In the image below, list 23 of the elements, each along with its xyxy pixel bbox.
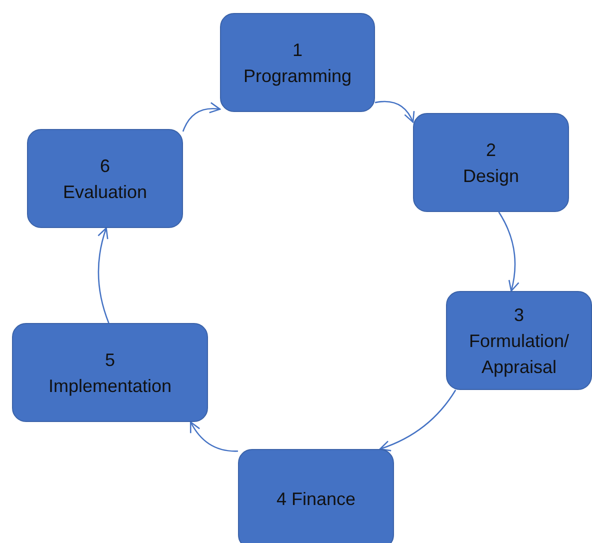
process-box	[220, 13, 375, 112]
step-label: Implementation	[48, 374, 172, 398]
curved-arrow	[379, 390, 456, 452]
step-label: Formulation/ Appraisal	[468, 330, 570, 379]
curved-arrow	[98, 227, 110, 324]
step-label: 4 Finance	[276, 488, 356, 511]
step-label: 5	[104, 348, 115, 372]
curved-arrow	[498, 212, 520, 292]
curved-arrow	[190, 421, 238, 452]
curved-arrow	[182, 102, 221, 132]
step-label: 3	[514, 304, 524, 326]
process-box	[12, 323, 208, 422]
step-label: 1	[292, 38, 302, 62]
step-label: 6	[100, 154, 110, 178]
process-box	[238, 449, 394, 543]
process-box	[446, 291, 592, 390]
step-label: 2	[486, 138, 496, 162]
curved-arrow	[374, 100, 414, 123]
step-label: Evaluation	[62, 180, 148, 204]
step-label: Design	[462, 164, 520, 188]
step-label: Programming	[243, 64, 352, 88]
process-box	[413, 113, 569, 212]
process-box	[27, 129, 183, 228]
